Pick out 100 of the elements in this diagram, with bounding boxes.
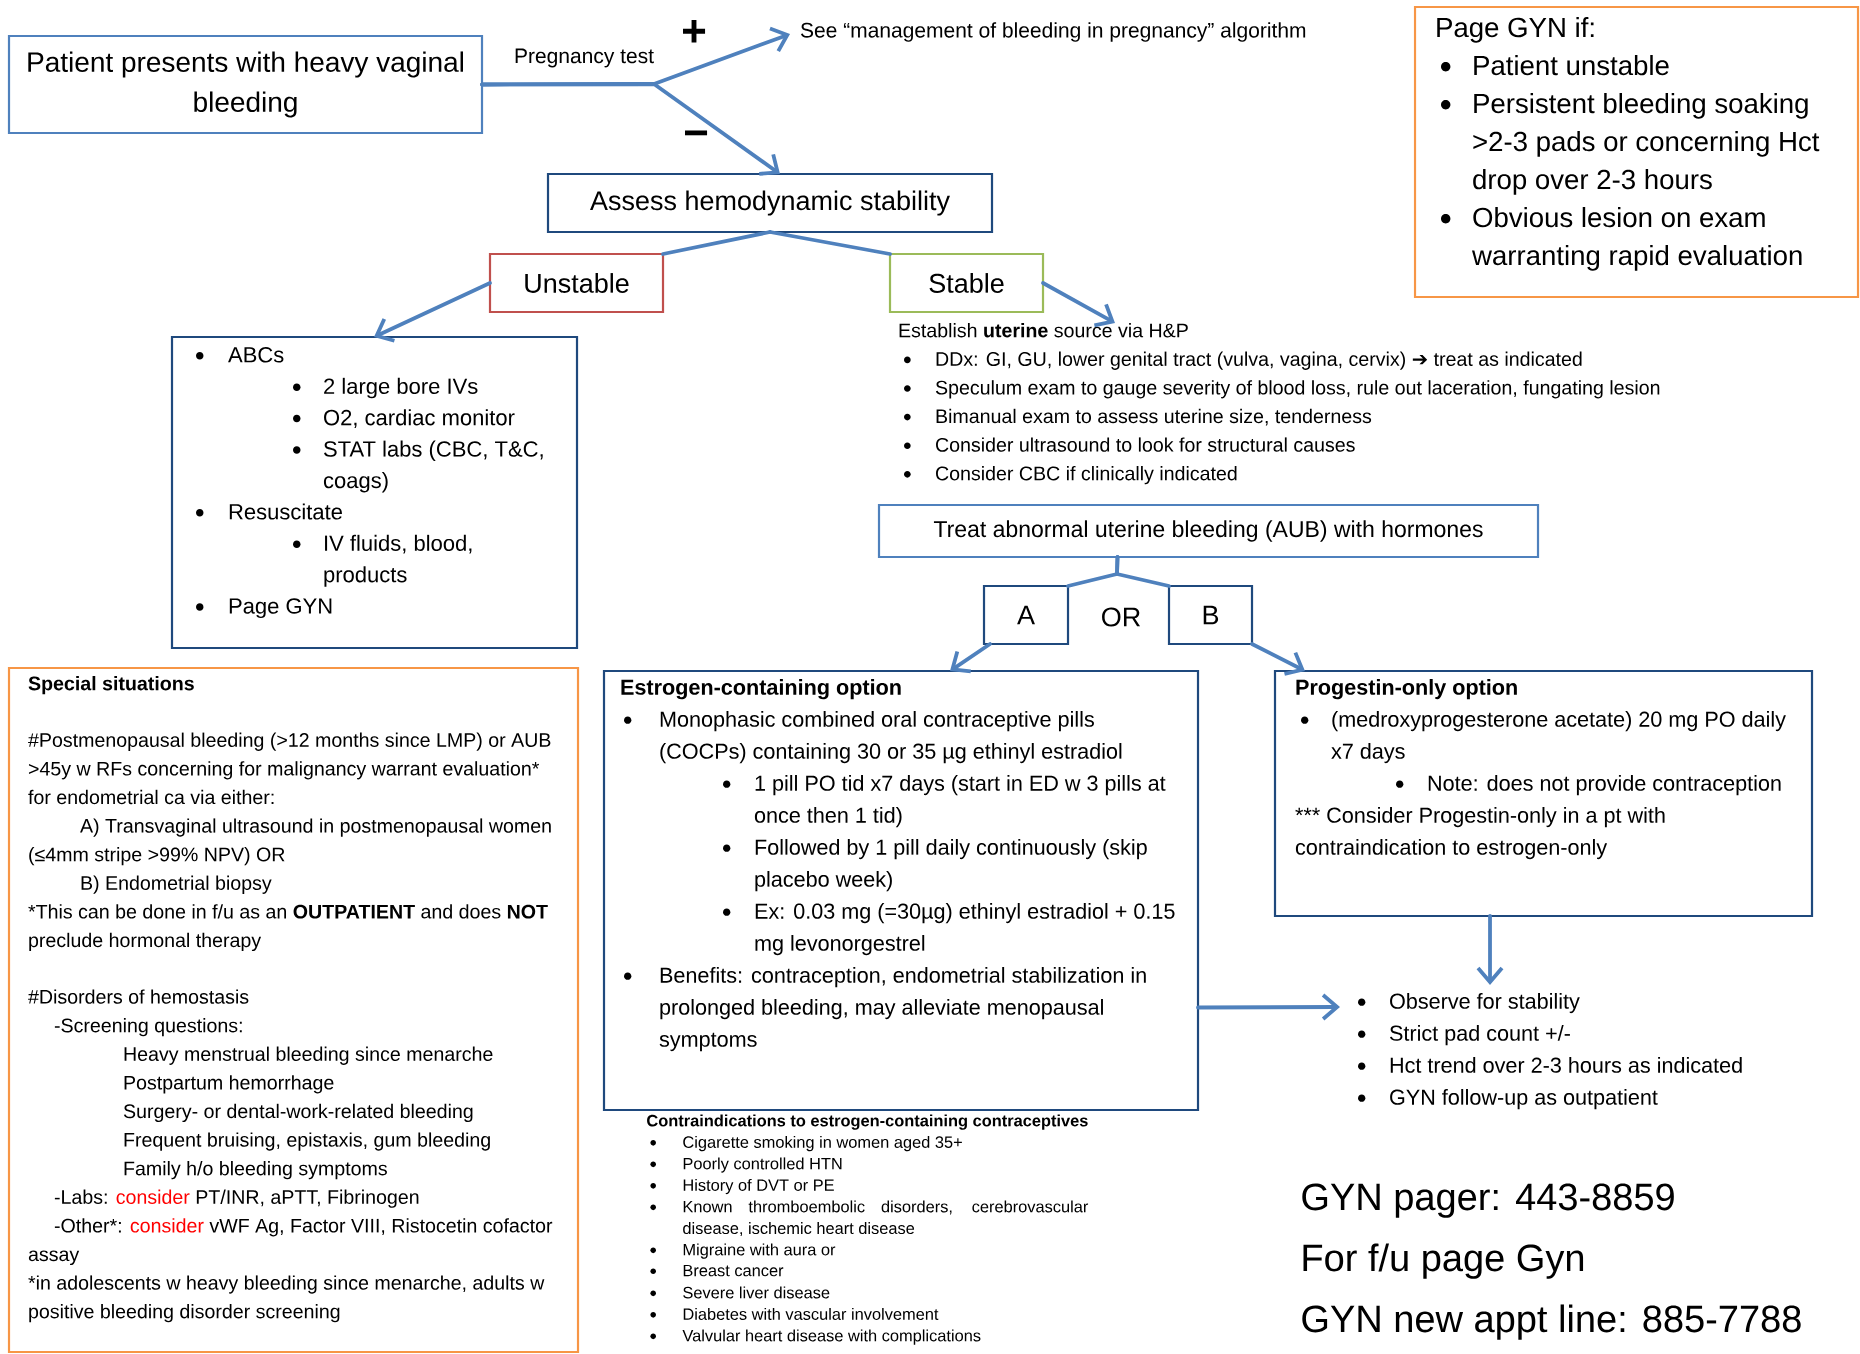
heading: Estrogen-containing option bbox=[621, 679, 901, 700]
option-box bbox=[1167, 584, 1254, 646]
arrow bbox=[1476, 914, 1504, 985]
heading: Progestin-only option bbox=[1296, 679, 1517, 700]
branch-label: Pregnancy test bbox=[515, 48, 654, 68]
arrow bbox=[1196, 993, 1340, 1021]
arrow bbox=[950, 642, 992, 674]
bullet-item: Known thromboembolic disorders, cerebrovascular disease, ischemic heart disease bbox=[650, 1200, 1089, 1236]
text-line: Family h/o bleeding symptoms bbox=[124, 1161, 387, 1180]
arrow bbox=[480, 82, 780, 176]
bullet-item: Observe for stability bbox=[1358, 993, 1580, 1014]
text-line: Heavy menstrual bleeding since menarche bbox=[124, 1046, 493, 1065]
text-line: -Other*: consider vWF Ag, Factor VIII, Ristocetin cofactor assay bbox=[28, 1218, 553, 1266]
connector-line bbox=[1115, 555, 1171, 588]
bullet-item: IV fluids, blood, products bbox=[293, 534, 472, 587]
bullet-item: STAT labs (CBC, T&C, coags) bbox=[293, 440, 543, 493]
box-text: Unstable bbox=[525, 273, 629, 293]
bullet-item: Migraine with aura or bbox=[650, 1243, 836, 1259]
bullet-item: Consider ultrasound to look for structural causes bbox=[904, 437, 1355, 452]
text-line: Frequent bruising, epistaxis, gum bleeding bbox=[124, 1132, 490, 1151]
box-text: Patient presents with heavy vaginal bleeding bbox=[28, 51, 464, 118]
bullet-item: Consider CBC if clinically indicated bbox=[904, 466, 1237, 485]
bullet-item: ABCs bbox=[196, 347, 284, 363]
node-label: -Other*: bbox=[54, 1218, 121, 1233]
node-label: vWF Ag, Factor VIII, Ristocetin cofactor bbox=[209, 1218, 553, 1237]
edge-label: − bbox=[685, 130, 708, 136]
action-list-box bbox=[170, 335, 579, 650]
bullet-item: Strict pad count +/- bbox=[1358, 1025, 1570, 1046]
bullet-item: Note: does not provide contraception bbox=[1396, 775, 1781, 796]
status-box bbox=[488, 252, 665, 314]
bullet-item: History of DVT or PE bbox=[650, 1178, 834, 1195]
text-line: Postpartum hemorrhage bbox=[124, 1075, 334, 1094]
box-text: A bbox=[1017, 605, 1035, 625]
contact-line: GYN pager: 443-8859 bbox=[1302, 1183, 1674, 1218]
node-label: OUTPATIENT bbox=[293, 904, 415, 919]
box-text: Treat abnormal uterine bleeding (AUB) with hormones bbox=[933, 520, 1483, 542]
bullet-item: 2 large bore IVs bbox=[293, 377, 478, 399]
node-label: assay bbox=[28, 1250, 80, 1266]
bullet-item: Valvular heart disease with complications bbox=[650, 1329, 981, 1345]
process-box bbox=[7, 34, 484, 135]
text-line: *** Consider Progestin-only in a pt with contraindication to estrogen-only bbox=[1295, 807, 1665, 860]
heading: Special situations bbox=[28, 676, 194, 695]
connector-line bbox=[768, 230, 892, 256]
bullet-item: Speculum exam to gauge severity of blood loss, rule out laceration, fungating lesion bbox=[904, 380, 1660, 399]
arrow bbox=[1250, 642, 1305, 676]
bullet-item: (medroxyprogesterone acetate) 20 mg PO daily x7 days bbox=[1301, 711, 1786, 764]
node-label: preclude hormonal therapy bbox=[29, 932, 262, 952]
process-box bbox=[877, 503, 1540, 559]
bullet-item: DDx: GI, GU, lower genital tract (vulva, vagina, cervix) ➔ treat as indicated bbox=[904, 351, 1582, 370]
bullet-item: Breast cancer bbox=[650, 1264, 784, 1277]
heading: Page GYN if: bbox=[1437, 17, 1594, 43]
box-text: Assess hemodynamic stability bbox=[590, 190, 950, 216]
node-label: consider bbox=[130, 1218, 204, 1233]
treatment-box bbox=[1273, 669, 1814, 918]
arrow bbox=[1041, 281, 1115, 328]
bullet-item: Poorly controlled HTN bbox=[650, 1157, 842, 1173]
contact-line: GYN new appt line: 885-7788 bbox=[1302, 1304, 1801, 1340]
bullet-item: GYN follow-up as outpatient bbox=[1358, 1089, 1658, 1110]
bullet-item: Monophasic combined oral contraceptive pills (COCPs) containing 30 or 35 µg ethinyl estradiol bbox=[624, 711, 1122, 764]
text-line: Establish uterine source via H&P bbox=[899, 323, 1188, 338]
bullet-item: Diabetes with vascular involvement bbox=[650, 1307, 939, 1320]
text-line: *This can be done in f/u as an OUTPATIENT and does NOT preclude hormonal therapy bbox=[28, 904, 548, 952]
bullet-item: 1 pill PO tid x7 days (start in ED w 3 pills at once then 1 tid) bbox=[723, 775, 1166, 828]
text-line: #Disorders of hemostasis bbox=[28, 989, 249, 1004]
bullet-item: Benefits: contraception, endometrial stabilization in prolonged bleeding, may alleviate menopausal symptoms bbox=[624, 967, 1146, 1052]
bullet-item: Hct trend over 2-3 hours as indicated bbox=[1358, 1057, 1742, 1073]
note-text: See “management of bleeding in pregnancy” algorithm bbox=[800, 22, 1306, 42]
treatment-box bbox=[602, 669, 1200, 1112]
text-line: #Postmenopausal bleeding (>12 months since LMP) or AUB >45y w RFs concerning for malignancy warrant evaluation* for endometrial ca via either: bbox=[28, 732, 551, 805]
node-label: and does bbox=[421, 904, 501, 919]
bullet-item: Followed by 1 pill daily continuously (skip placebo week) bbox=[723, 839, 1147, 892]
text-line: B) Endometrial biopsy bbox=[81, 875, 272, 894]
connector-line bbox=[661, 230, 772, 256]
info-box bbox=[7, 666, 580, 1354]
box-text: Stable bbox=[929, 273, 1004, 293]
bullet-item: Bimanual exam to assess uterine size, tenderness bbox=[904, 408, 1372, 426]
process-box bbox=[546, 172, 994, 234]
bullet-item: Obvious lesion on exam warranting rapid evaluation bbox=[1441, 207, 1802, 271]
alert-box bbox=[1413, 5, 1860, 299]
node-label: NOT bbox=[507, 904, 548, 919]
box-text: B bbox=[1203, 605, 1219, 625]
text-line: -Labs: consider PT/INR, aPTT, Fibrinogen bbox=[54, 1189, 419, 1208]
bullet-item: Patient unstable bbox=[1441, 55, 1669, 76]
or-label: OR bbox=[1102, 607, 1140, 627]
node-label: *This can be done in f/u as an bbox=[28, 904, 286, 919]
bullet-item: Resuscitate bbox=[196, 503, 342, 520]
bullet-item: Severe liver disease bbox=[650, 1286, 830, 1299]
status-box bbox=[888, 252, 1045, 314]
bullet-item: Persistent bleeding soaking >2-3 pads or concerning Hct drop over 2-3 hours bbox=[1441, 93, 1820, 195]
text-line: A) Transvaginal ultrasound in postmenopausal women (≤4mm stripe >99% NPV) OR bbox=[29, 818, 551, 866]
bullet-item: Cigarette smoking in women aged 35+ bbox=[650, 1135, 962, 1152]
arrow bbox=[374, 281, 492, 343]
edge-label: + bbox=[683, 20, 706, 43]
text-line: Surgery- or dental-work-related bleeding bbox=[123, 1103, 473, 1123]
text-line: *in adolescents w heavy bleeding since menarche, adults w positive bleeding disorder screening bbox=[28, 1275, 545, 1323]
option-box bbox=[982, 584, 1070, 646]
bullet-item: Page GYN bbox=[196, 598, 332, 619]
contact-line: For f/u page Gyn bbox=[1303, 1243, 1584, 1279]
bullet-item: Ex: 0.03 mg (=30µg) ethinyl estradiol + 0.15 mg levonorgestrel bbox=[723, 903, 1175, 956]
bullet-item: O2, cardiac monitor bbox=[293, 409, 515, 428]
